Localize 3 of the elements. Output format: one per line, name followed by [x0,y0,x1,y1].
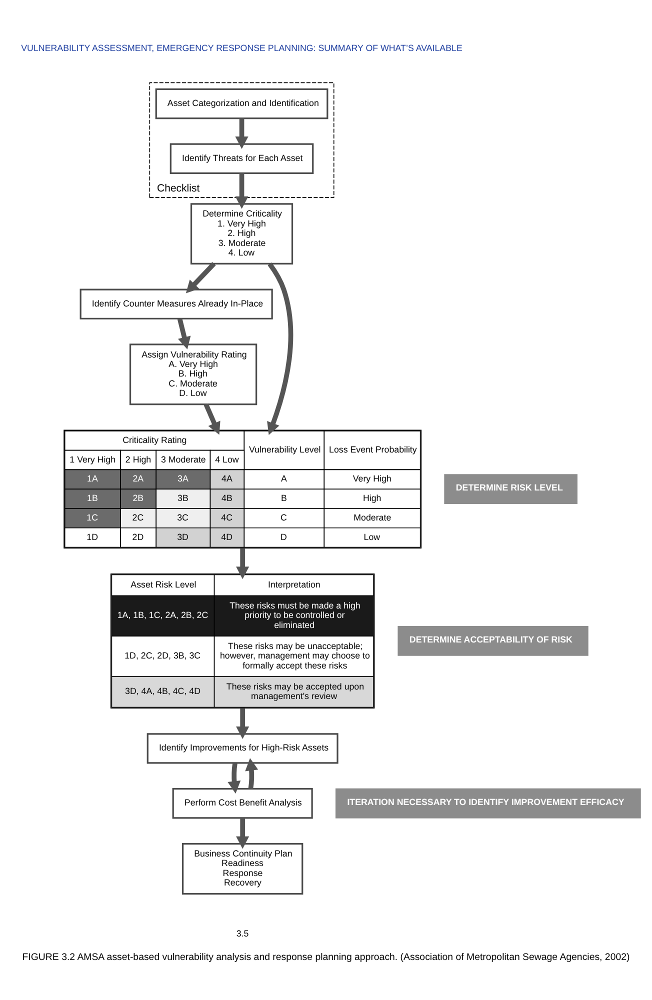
label: 3.5 [236,928,249,939]
caption: FIGURE 3.2 AMSA asset-based vulnerability analysis and response planning approach. (Association of Metropolitan Sewage Agencies, 2002) [22,952,630,963]
label: VULNERABILITY ASSESSMENT, EMERGENCY RESPONSE PLANNING: SUMMARY OF WHAT’S AVAILABLE [21,43,462,54]
